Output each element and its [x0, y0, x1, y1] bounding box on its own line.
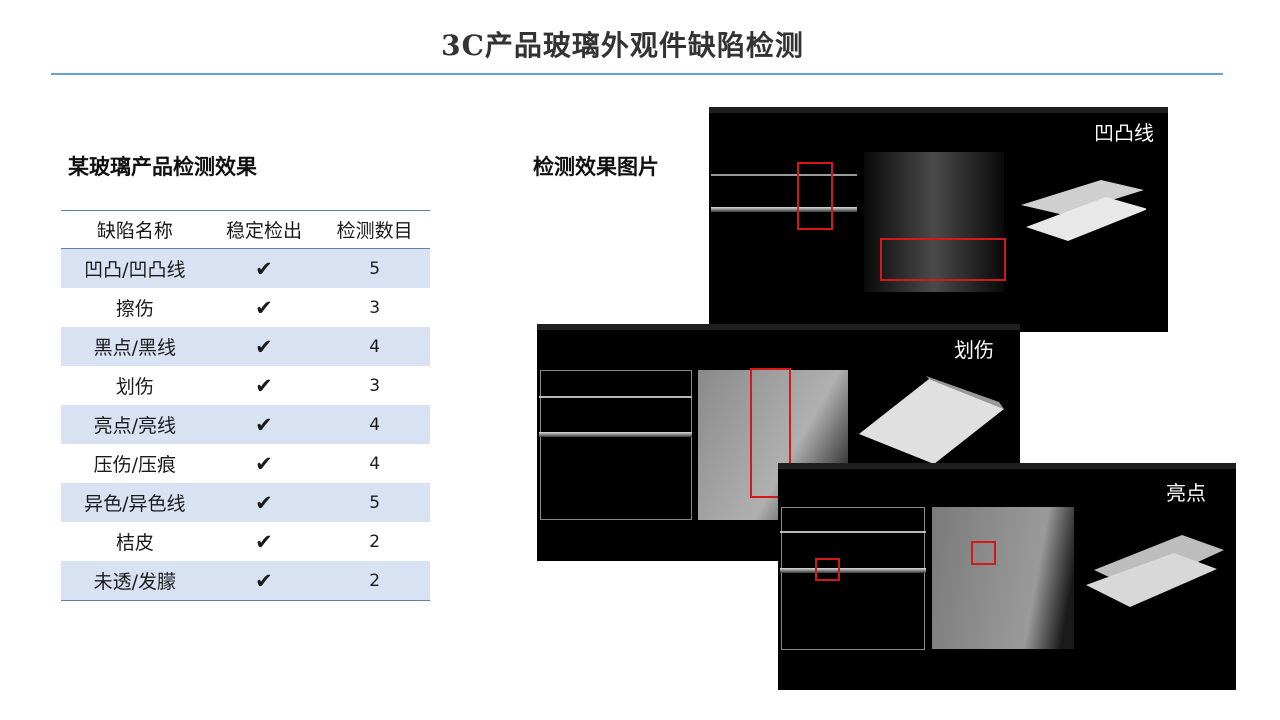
view-title-bar [709, 107, 859, 113]
view-title-bar [1008, 107, 1168, 113]
defect-name: 桔皮 [115, 532, 154, 554]
check-mark: ✔ [208, 248, 320, 288]
3d-view: 凹凸线 [1008, 107, 1168, 332]
defect-name: 凹凸/凹凸线 [61, 248, 209, 288]
column-header: 缺陷名称 [61, 210, 209, 249]
images-heading: 检测效果图片 [533, 154, 659, 179]
view-title-bar [1076, 463, 1236, 469]
scan-frame [540, 370, 692, 520]
glass-top-image [932, 507, 1074, 649]
defect-highlight-box [815, 558, 840, 581]
check-mark: ✔ [255, 529, 273, 554]
defect-highlight-box [797, 162, 833, 230]
surface-line [780, 568, 926, 573]
defect-count: 3 [369, 375, 381, 396]
defect-count: 4 [369, 453, 381, 474]
check-mark: ✔ [255, 451, 273, 476]
check-mark: ✔ [208, 561, 320, 601]
3d-view: 亮点 [1076, 463, 1236, 690]
table-row: 未透/发朦✔2 [61, 561, 430, 601]
table-row: 划伤 ✔ 3 [61, 366, 430, 405]
defect-name: 异色/异色线 [61, 483, 209, 522]
slide-title: 3C产品玻璃外观件缺陷检测 [441, 29, 804, 62]
defect-count: 5 [319, 483, 430, 522]
cross-section-view [709, 107, 860, 332]
3d-glass-render [1086, 535, 1224, 607]
check-mark: ✔ [255, 295, 273, 320]
defect-name: 压伤/压痕 [93, 454, 177, 476]
defect-name: 黑点/黑线 [61, 327, 209, 366]
surface-line [780, 531, 926, 533]
view-title-bar [859, 107, 1008, 113]
image-label: 划伤 [954, 338, 994, 362]
defect-name: 划伤 [115, 376, 154, 398]
glass-top-image [864, 152, 1004, 292]
view-title-bar [928, 463, 1076, 469]
column-header: 检测数目 [319, 210, 430, 249]
title-divider [51, 73, 1223, 75]
defect-count: 2 [319, 561, 430, 601]
table-header-row: 缺陷名称 稳定检出 检测数目 [61, 210, 430, 249]
defect-count: 3 [369, 297, 381, 318]
image-label: 凹凸线 [1094, 121, 1154, 145]
3d-glass-render [1021, 180, 1146, 241]
column-header: 稳定检出 [208, 210, 320, 249]
defect-count: 5 [319, 248, 430, 288]
table-row: 擦伤 ✔ 3 [61, 288, 430, 327]
check-mark: ✔ [208, 327, 320, 366]
view-title-bar [537, 324, 694, 330]
scan-frame [781, 507, 925, 650]
check-mark: ✔ [208, 483, 320, 522]
cross-section-view [537, 324, 695, 561]
defect-name: 擦伤 [115, 298, 154, 320]
defect-highlight-box [880, 238, 1006, 281]
top-view [859, 107, 1009, 332]
defect-name: 亮点/亮线 [61, 405, 209, 444]
cross-section-view [778, 463, 929, 690]
defect-highlight-box [750, 368, 791, 498]
defect-table: 缺陷名称 稳定检出 检测数目 凹凸/凹凸线✔5 擦伤✔3 黑点/黑线✔4 划伤✔… [61, 210, 430, 601]
table-row: 黑点/黑线✔4 [61, 327, 430, 366]
table-row: 压伤/压痕 ✔ 4 [61, 444, 430, 483]
check-mark: ✔ [255, 373, 273, 398]
defect-name: 未透/发朦 [61, 561, 209, 601]
surface-line [711, 174, 857, 176]
defect-count: 2 [369, 531, 381, 552]
inspection-image-dent-line: 凹凸线 [709, 107, 1168, 332]
view-title-bar [850, 324, 1020, 330]
view-title-bar [778, 463, 928, 469]
top-view [928, 463, 1077, 690]
defect-count: 4 [319, 327, 430, 366]
table-row: 桔皮 ✔ 2 [61, 522, 430, 561]
table-row: 凹凸/凹凸线✔5 [61, 248, 430, 288]
3d-glass-render [859, 376, 1004, 464]
table-row: 亮点/亮线✔4 [61, 405, 430, 444]
image-label: 亮点 [1166, 481, 1206, 505]
surface-line [539, 396, 692, 398]
table-row: 异色/异色线✔5 [61, 483, 430, 522]
defect-count: 4 [319, 405, 430, 444]
surface-line [539, 432, 692, 437]
table-heading: 某玻璃产品检测效果 [68, 154, 257, 179]
surface-line [711, 207, 857, 212]
inspection-image-bright-spot: 亮点 [778, 463, 1236, 690]
check-mark: ✔ [208, 405, 320, 444]
defect-highlight-box [971, 541, 996, 565]
view-title-bar [694, 324, 850, 330]
